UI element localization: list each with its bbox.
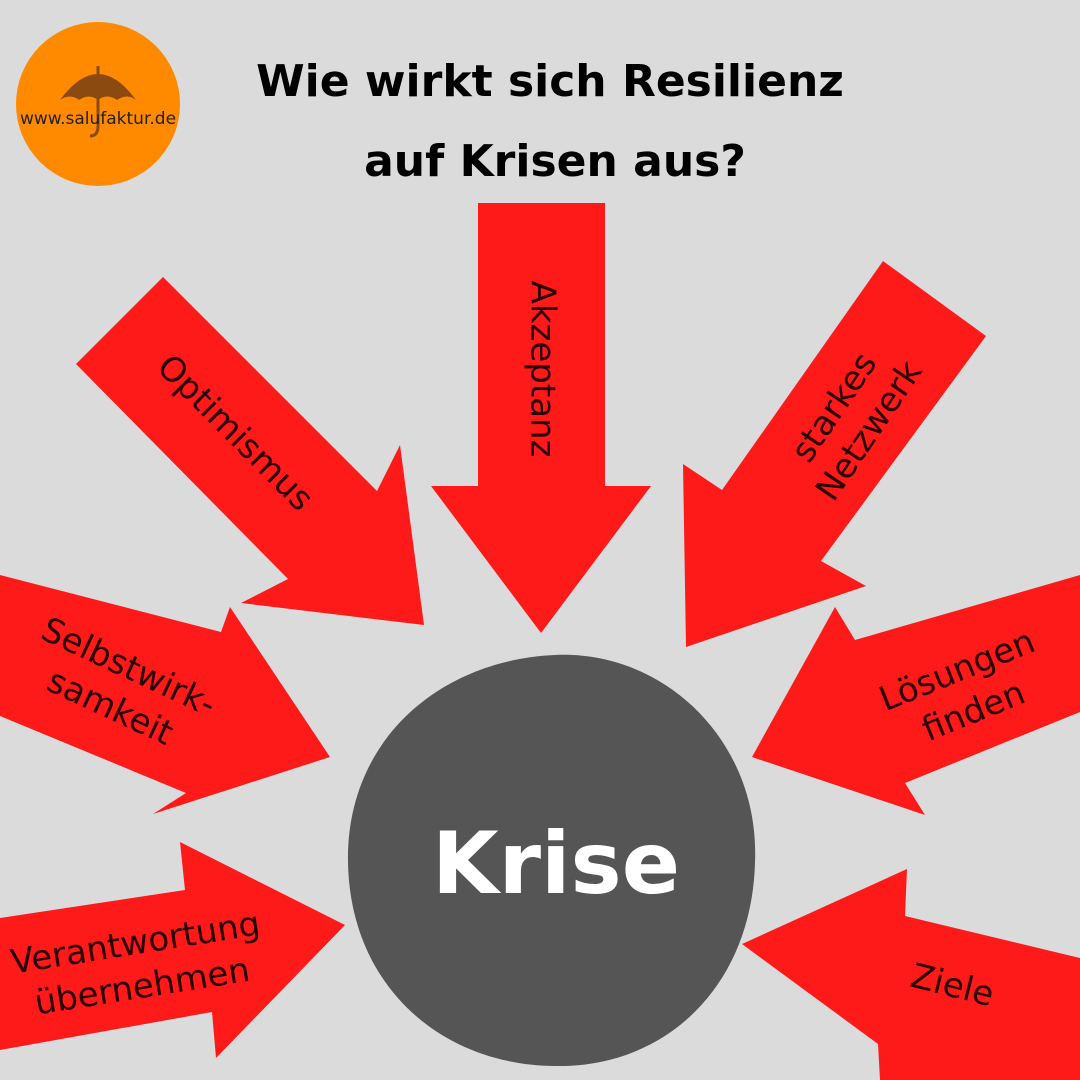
arrow-optimismus: Optimismus [76, 277, 424, 625]
logo-url[interactable]: www.salufaktur.de [20, 109, 176, 129]
arrow-shape [0, 575, 330, 814]
logo[interactable]: www.salufaktur.de [16, 22, 180, 186]
arrow-netzwerk: starkes Netzwerk [683, 261, 986, 647]
title-line-1: Wie wirkt sich Resilienz [256, 56, 844, 107]
arrow-shape [76, 277, 424, 625]
arrow-selbstwirksamkeit: Selbstwirk- samkeit [0, 575, 330, 814]
arrow-shape [431, 203, 651, 633]
arrow-shape [752, 575, 1080, 815]
arrow-shape [683, 261, 986, 647]
arrow-label-akzeptanz: Akzeptanz [523, 281, 563, 458]
crisis-circle [347, 654, 756, 1067]
arrow-ziele: Ziele [742, 869, 1080, 1080]
arrow-verantwortung: Verantwortung übernehmen [0, 842, 345, 1058]
umbrella-icon [60, 66, 136, 138]
crisis-node: Krise [347, 654, 756, 1067]
title-line-2: auf Krisen aus? [364, 136, 746, 187]
arrow-shape [0, 842, 345, 1058]
arrow-shape [742, 869, 1080, 1080]
arrow-akzeptanz: Akzeptanz [431, 203, 651, 633]
arrow-loesungen: Lösungen finden [752, 575, 1080, 815]
crisis-label: Krise [432, 814, 680, 914]
